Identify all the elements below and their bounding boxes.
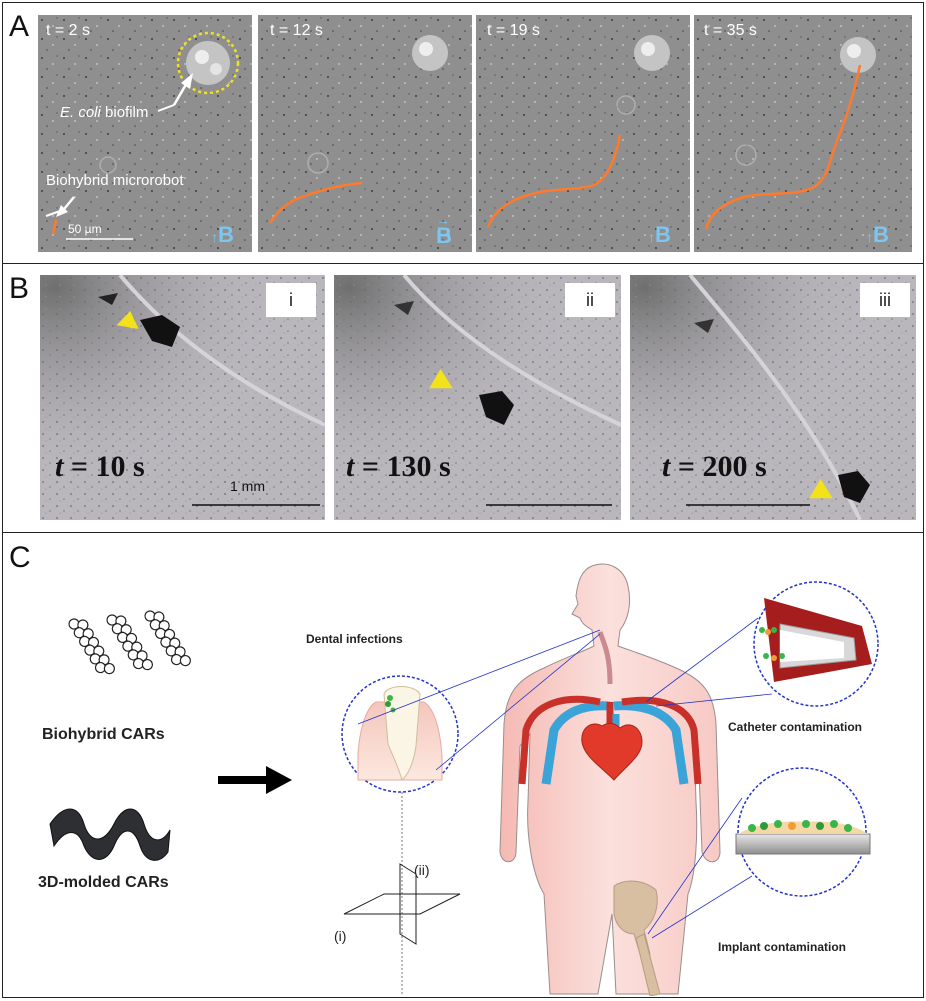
frame-b1-roman: i [266, 283, 316, 317]
panel-b-letter: B [9, 272, 30, 305]
biofilm-highlight-circle [176, 31, 240, 95]
frame-b3-time-var: t [662, 450, 671, 483]
dental-infections-label: Dental infections [306, 632, 403, 646]
panel-c-illustration [4, 534, 922, 997]
frame-b1-time-value: = 10 s [63, 450, 145, 483]
frame-b1-time: t = 10 s [55, 450, 145, 484]
panel-c-letter: C [9, 541, 31, 574]
frame-b2-time-value: = 130 s [354, 450, 451, 483]
frame-a3-time: t = 19 s [487, 22, 540, 39]
field-arrow-icon-a4: ↑ [866, 229, 873, 245]
field-arrow-right-icon: → [436, 212, 450, 228]
field-indicator-a3: ↑B [648, 222, 671, 248]
pelvis-bone [613, 880, 658, 955]
biofilm-label: E. coli biofilm [60, 104, 148, 121]
field-label-a1: B [218, 222, 234, 247]
micrograph-a3 [476, 15, 690, 252]
frame-b1-time-var: t [55, 450, 64, 483]
field-arrow-icon-a3: ↑ [648, 229, 655, 245]
panel-c [2, 532, 924, 998]
micrograph-a4 [694, 15, 912, 252]
frame-a1-time: t = 2 s [46, 22, 91, 39]
catheter-contamination-label: Catheter contamination [728, 720, 863, 734]
micrograph-a2 [258, 15, 472, 252]
frame-b2-time: t = 130 s [346, 450, 451, 484]
molded-car-icon [49, 808, 171, 861]
scalebar-b-label: 1 mm [230, 478, 265, 494]
biofilm-label-species: E. coli [60, 104, 101, 121]
panel-a-letter: A [9, 10, 30, 43]
biohybrid-car-icon [68, 610, 191, 675]
plane-ii-label: (ii) [414, 862, 430, 878]
robot-label: Biohybrid microrobot [46, 172, 184, 189]
trajectory-a3 [486, 134, 622, 228]
field-arrow-icon: ↑ [211, 229, 218, 245]
field-label-a4: B [873, 222, 889, 247]
field-label-a2: B [436, 223, 452, 248]
field-indicator-a2: →B [436, 212, 452, 247]
heart-icon [581, 722, 643, 781]
frame-b2-roman: ii [565, 283, 615, 317]
plane-i-label: (i) [334, 928, 347, 944]
frame-b3-time: t = 200 s [662, 450, 767, 484]
section-planes-diagram [343, 863, 461, 945]
frame-a4-time: t = 35 s [704, 22, 757, 39]
scalebar-a-label: 50 µm [68, 222, 102, 236]
micrograph-b1 [40, 275, 325, 520]
implant-contamination-label: Implant contamination [718, 940, 847, 954]
frame-a2-time: t = 12 s [270, 22, 323, 39]
micrograph-b2 [334, 275, 621, 520]
molded-cars-label: 3D-molded CARs [38, 874, 169, 891]
frame-b3-time-value: = 200 s [670, 450, 767, 483]
field-indicator-a4: ↑B [866, 222, 889, 248]
trajectory-a2 [268, 181, 363, 224]
field-indicator-a1: ↑B [211, 222, 234, 248]
field-label-a3: B [655, 222, 671, 247]
frame-b2-time-var: t [346, 450, 355, 483]
micrograph-a1 [38, 15, 252, 252]
biofilm-label-rest: biofilm [100, 104, 149, 121]
right-arrow-icon [218, 766, 292, 794]
trajectory-a4 [704, 64, 862, 230]
biohybrid-cars-label: Biohybrid CARs [42, 726, 165, 743]
frame-b3-roman: iii [860, 283, 910, 317]
